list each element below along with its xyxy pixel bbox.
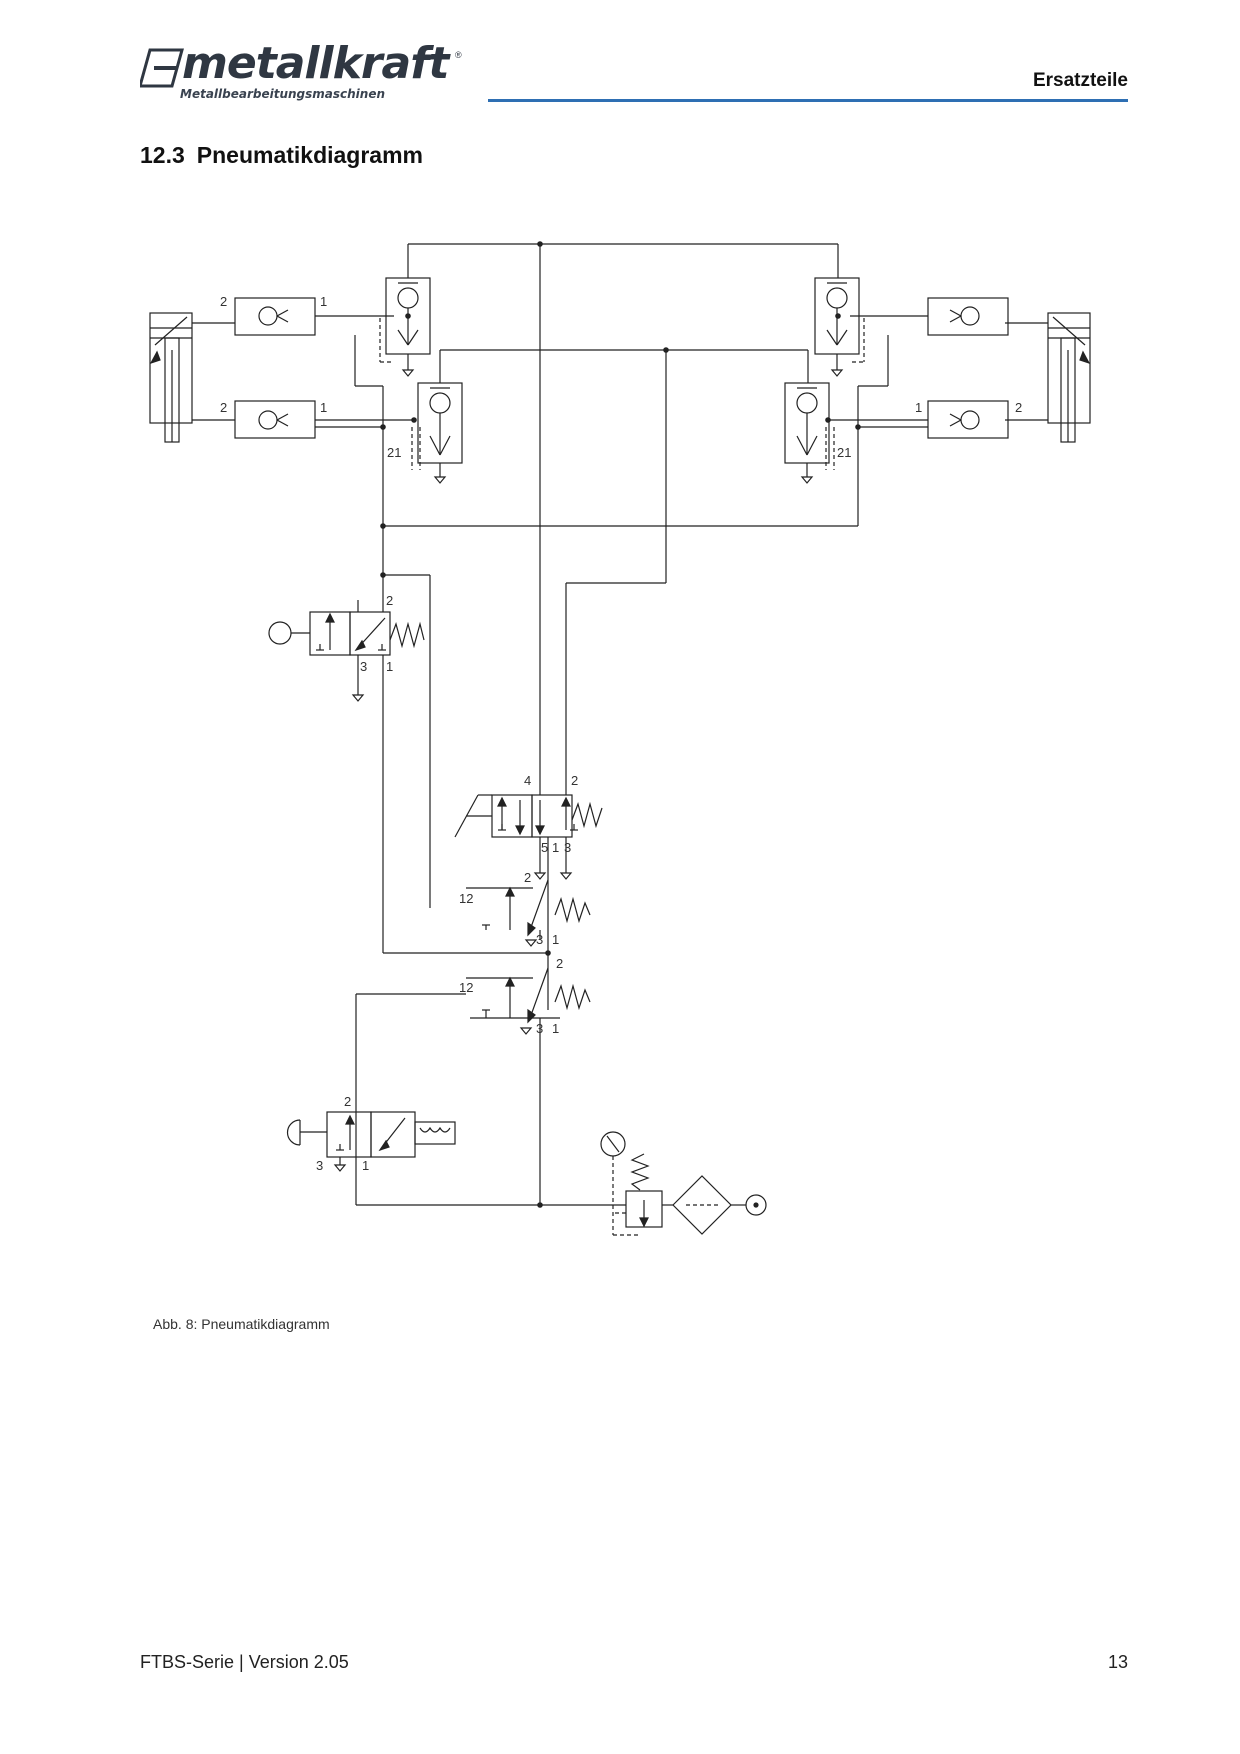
port-label: 12 <box>459 980 473 995</box>
port-label: 3 <box>536 932 543 947</box>
port-label: 2 <box>220 294 227 309</box>
port-label: 1 <box>320 400 327 415</box>
port-label: 1 <box>386 659 393 674</box>
port-label: 1 <box>552 1021 559 1036</box>
port-label: 3 <box>564 840 571 855</box>
left-upper-flow-valve <box>234 297 316 336</box>
port-label: 12 <box>459 891 473 906</box>
port-label: 2 <box>220 400 227 415</box>
logo-wordmark: metallkraft <box>182 38 449 89</box>
metallkraft-logo: metallkraft ® Metallbearbeitungsmaschine… <box>140 38 470 106</box>
port-label: 1 <box>362 1158 369 1173</box>
hand-valve-right-square <box>370 1111 416 1158</box>
section-number: 12.3 <box>140 142 185 168</box>
main-valve-right-square <box>531 794 573 838</box>
air-source-icon <box>745 1194 767 1216</box>
port-label: 2 <box>571 773 578 788</box>
logo-subtitle: Metallbearbeitungsmaschinen <box>180 87 386 101</box>
pneumatic-diagram: 2 1 2 1 21 21 1 2 2 3 1 4 2 5 1 3 12 2 3… <box>149 241 1091 1236</box>
port-label: 2 <box>524 870 531 885</box>
port-label: 5 <box>541 840 548 855</box>
logo-mark-icon <box>140 48 184 88</box>
port-label: 1 <box>552 932 559 947</box>
header-section-label: Ersatzteile <box>1032 70 1128 91</box>
header-divider <box>488 99 1128 102</box>
left-cylinder <box>149 312 193 424</box>
port-labels: 2 1 2 1 21 21 1 2 2 3 1 4 2 5 1 3 12 2 3… <box>220 294 1022 1173</box>
roller-actuator-icon <box>268 621 292 645</box>
page-number: 13 <box>1107 1652 1128 1672</box>
section-title: 12.3 Pneumatikdiagramm <box>140 142 423 169</box>
right-cylinder <box>1047 312 1091 424</box>
port-label: 2 <box>386 593 393 608</box>
logo-registered-mark: ® <box>455 50 462 60</box>
right-upper-flow-valve <box>927 297 1009 336</box>
lever-actuator <box>454 794 479 838</box>
port-label: 1 <box>552 840 559 855</box>
port-label: 3 <box>536 1021 543 1036</box>
left-lower-flow-valve <box>234 400 316 439</box>
port-label: 3 <box>316 1158 323 1173</box>
port-label: 2 <box>344 1094 351 1109</box>
port-label: 21 <box>837 445 851 460</box>
port-label: 1 <box>320 294 327 309</box>
valve-a-right-square <box>349 611 391 656</box>
port-label: 1 <box>915 400 922 415</box>
port-label: 2 <box>1015 400 1022 415</box>
push-button-icon <box>286 1119 301 1146</box>
right-lower-flow-valve <box>927 400 1009 439</box>
port-label: 21 <box>387 445 401 460</box>
main-valve-left-square <box>491 794 533 838</box>
port-label: 3 <box>360 659 367 674</box>
section-title-text: Pneumatikdiagramm <box>196 142 424 168</box>
figure-caption: Abb. 8: Pneumatikdiagramm <box>153 1316 330 1332</box>
port-label: 2 <box>556 956 563 971</box>
footer-version: FTBS-Serie | Version 2.05 <box>140 1652 349 1672</box>
port-label: 4 <box>524 773 531 788</box>
